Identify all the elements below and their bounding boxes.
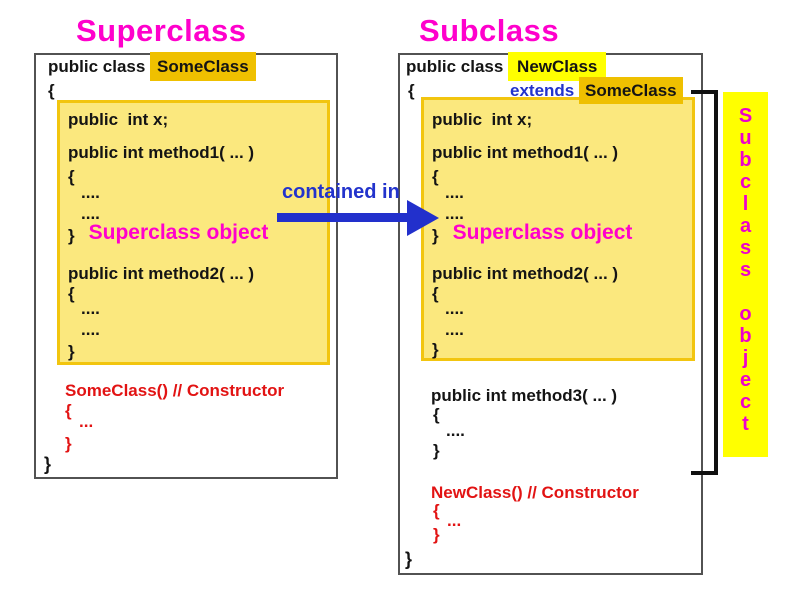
right-brace-close-line: } — [432, 340, 439, 359]
method3-dots: .... — [446, 421, 465, 440]
right-class-declaration: public class NewClass — [406, 52, 607, 81]
right-brace-line: { — [432, 167, 439, 186]
extends-keyword: extends — [510, 81, 575, 100]
right-method1-line: public int method1( ... ) — [432, 143, 619, 162]
left-dots-line: .... — [81, 299, 100, 318]
left-brace-line: { — [68, 284, 75, 303]
right-field-line: public int x; — [432, 110, 533, 129]
arrow-shaft — [277, 213, 409, 222]
left-constructor-close: } — [65, 434, 72, 453]
right-constructor-dots: ... — [447, 511, 462, 530]
subclass-object-strip: Subclass object — [723, 92, 768, 457]
method3-line: public int method3( ... ) — [431, 386, 618, 405]
someclass-highlight: SomeClass — [150, 52, 256, 81]
side-label-word-subclass: Subclass — [738, 105, 753, 281]
left-declaration-prefix: public class — [48, 57, 151, 76]
left-method1-line: public int method1( ... ) — [68, 143, 255, 162]
right-declaration-prefix: public class — [406, 57, 509, 76]
left-object-label-line: } Superclass object — [68, 222, 268, 246]
right-object-label-line: }Superclass object — [432, 222, 632, 246]
bracket-top-tick — [691, 90, 718, 94]
right-inner-object-box: public int x; public int method1( ... ) … — [421, 97, 695, 361]
left-class-declaration: public class SomeClass — [48, 52, 256, 81]
left-field-line: public int x; — [68, 110, 169, 129]
right-superclass-object-label: Superclass object — [452, 221, 633, 244]
bracket-bottom-tick — [691, 471, 718, 475]
side-label-word-object: object — [739, 303, 752, 435]
left-dots-line: .... — [81, 320, 100, 339]
right-dots-line: .... — [445, 299, 464, 318]
left-object-brace: } — [68, 226, 75, 245]
left-constructor-dots: ... — [79, 412, 94, 431]
left-brace-close-line: } — [68, 342, 75, 361]
arrow-head-icon — [407, 200, 439, 236]
left-dots-line: .... — [81, 204, 100, 223]
extends-target-highlight: SomeClass — [578, 77, 683, 104]
right-dots-line: .... — [445, 183, 464, 202]
newclass-highlight: NewClass — [508, 52, 607, 81]
extends-line: extends SomeClass — [510, 77, 683, 104]
left-dots-line: .... — [81, 183, 100, 202]
left-method2-line: public int method2( ... ) — [68, 264, 255, 283]
left-class-close-brace: } — [44, 454, 52, 474]
left-constructor-open: { — [65, 401, 72, 420]
right-class-close-brace: } — [405, 549, 413, 569]
right-open-brace: { — [408, 81, 415, 100]
right-method2-line: public int method2( ... ) — [432, 264, 619, 283]
right-constructor-line: NewClass() // Constructor — [431, 483, 639, 502]
method3-open: { — [433, 405, 440, 424]
right-dots-line: .... — [445, 320, 464, 339]
method3-close: } — [433, 441, 440, 460]
left-superclass-object-label: Superclass object — [88, 221, 269, 244]
left-constructor-line: SomeClass() // Constructor — [65, 381, 285, 400]
left-brace-line: { — [68, 167, 75, 186]
bracket-vertical-line — [714, 90, 718, 475]
right-constructor-close: } — [433, 525, 440, 544]
right-brace-line: { — [432, 284, 439, 303]
right-dots-line: .... — [445, 204, 464, 223]
contained-in-label: contained in — [282, 181, 400, 203]
right-constructor-open: { — [433, 501, 440, 520]
left-inner-object-box: public int x; public int method1( ... ) … — [57, 100, 330, 365]
left-title: Superclass — [76, 13, 247, 48]
right-title: Subclass — [419, 13, 560, 48]
left-open-brace: { — [48, 81, 55, 100]
